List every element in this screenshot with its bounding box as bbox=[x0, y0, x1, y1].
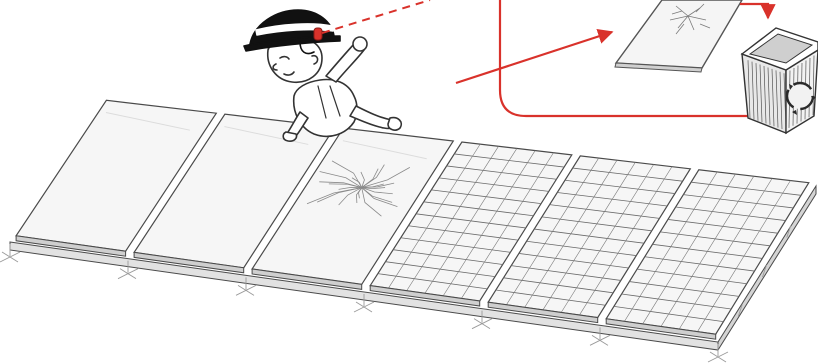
worker-headlamp bbox=[314, 28, 322, 40]
broken-glass-panel-icon bbox=[615, 0, 742, 72]
arrow-to-glass bbox=[456, 32, 612, 83]
worker-raised-hand bbox=[353, 37, 367, 51]
arrow-to-bin bbox=[740, 4, 768, 18]
sight-line bbox=[322, 0, 430, 33]
solar-panel-array bbox=[0, 100, 816, 362]
worker-hand-left bbox=[283, 132, 296, 141]
glass-sheet-top bbox=[616, 0, 742, 68]
worker-hand-right bbox=[388, 118, 401, 130]
recycle-bin-icon bbox=[742, 28, 818, 133]
